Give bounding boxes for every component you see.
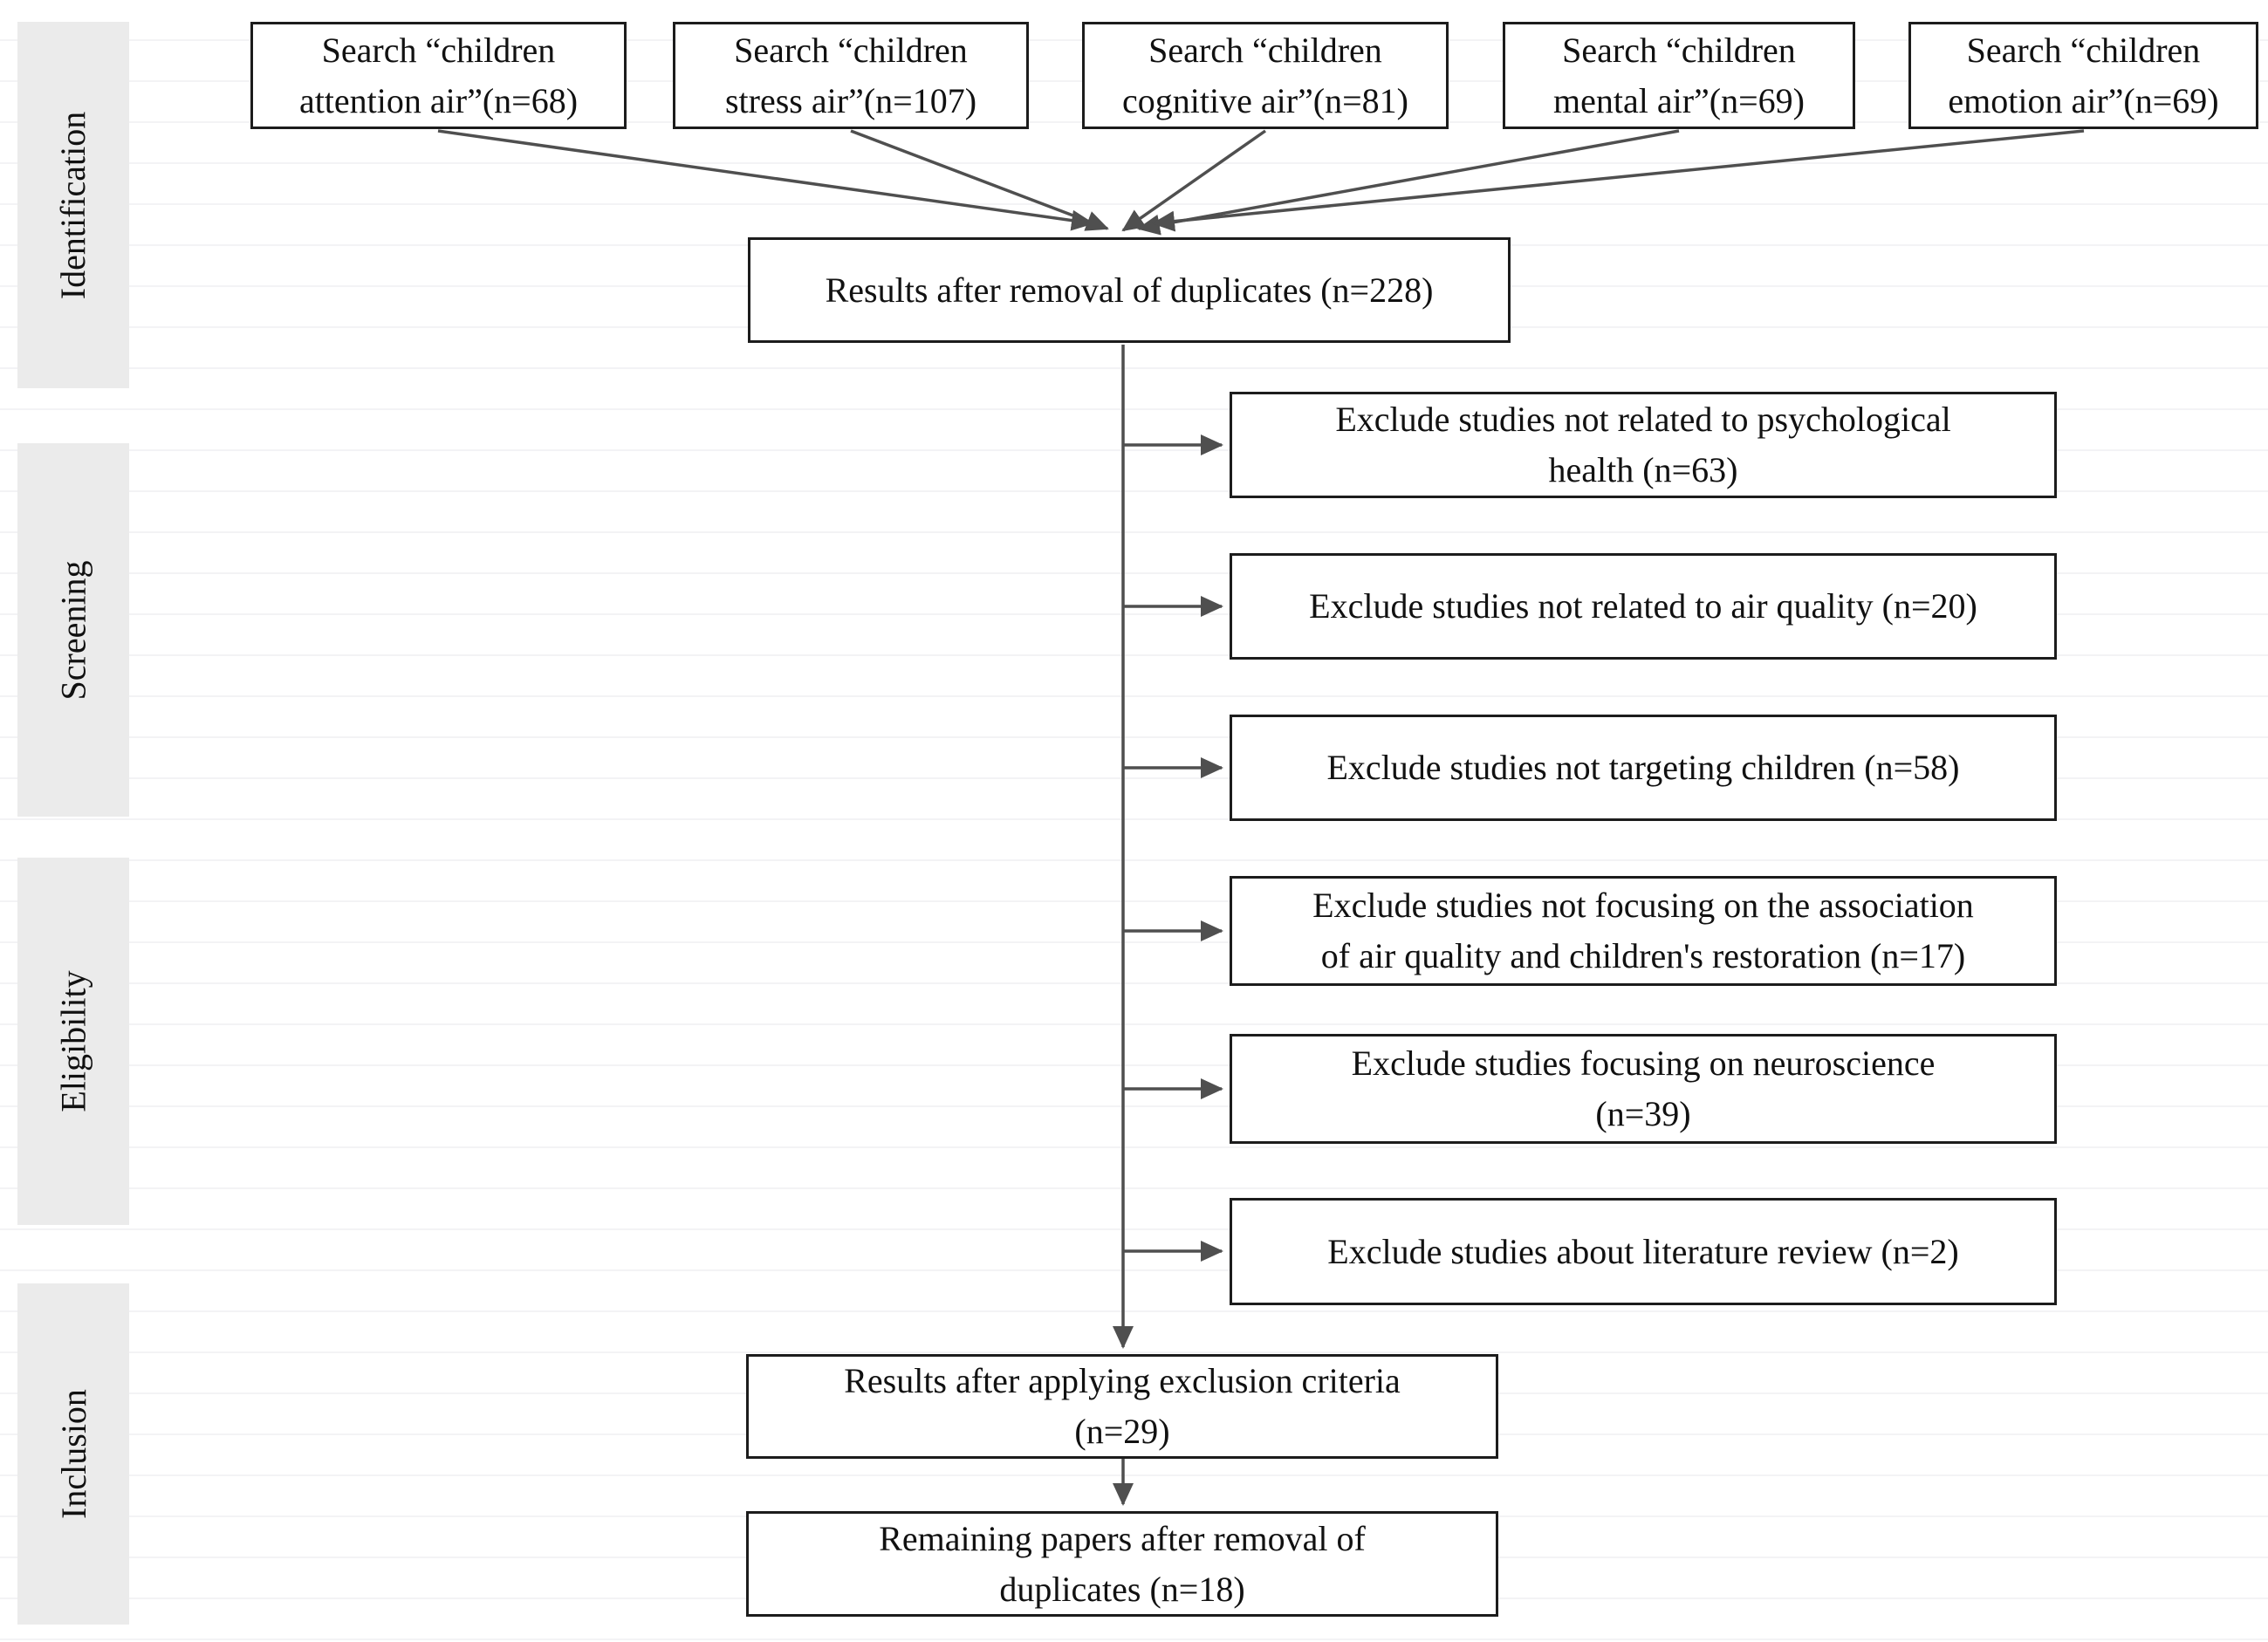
duplicates-removed-box: Results after removal of duplicates (n=2… (748, 237, 1511, 343)
exclusion-box-literature-review: Exclude studies about literature review … (1230, 1198, 2057, 1305)
exclusion-psych-line1: Exclude studies not related to psycholog… (1335, 400, 1951, 439)
search-box-mental: Search “children mental air”(n=69) (1503, 22, 1855, 129)
remaining-papers-line1: Remaining papers after removal of (879, 1518, 1366, 1558)
search-box-attention-line1: Search “children (321, 30, 556, 70)
search-box-cognitive: Search “children cognitive air”(n=81) (1082, 22, 1449, 129)
exclusion-box-psychological-health: Exclude studies not related to psycholog… (1230, 392, 2057, 498)
search-box-cognitive-line2: cognitive air”(n=81) (1122, 80, 1408, 120)
exclusion-psych-line2: health (n=63) (1548, 450, 1738, 489)
exclusion-neuroscience-line2: (n=39) (1595, 1094, 1691, 1133)
search-box-stress-line2: stress air”(n=107) (724, 80, 977, 120)
search-box-mental-line2: mental air”(n=69) (1553, 80, 1805, 120)
fan-line-emotion (1152, 129, 2085, 232)
duplicates-removed-line1: Results after removal of duplicates (n=2… (825, 270, 1434, 310)
stage-eligibility-label: Eligibility (53, 970, 93, 1112)
search-box-mental-line1: Search “children (1562, 30, 1796, 70)
results-exclusion-criteria-box: Results after applying exclusion criteri… (746, 1354, 1498, 1459)
fan-line-stress (850, 129, 1109, 231)
remaining-papers-box: Remaining papers after removal of duplic… (746, 1511, 1498, 1617)
search-box-emotion-line1: Search “children (1966, 30, 2201, 70)
exclusion-children-line1: Exclude studies not targeting children (… (1326, 748, 1960, 787)
search-box-stress: Search “children stress air”(n=107) (673, 22, 1029, 129)
search-box-cognitive-line1: Search “children (1148, 30, 1382, 70)
search-box-emotion-line2: emotion air”(n=69) (1948, 80, 2219, 120)
exclusion-litreview-line1: Exclude studies about literature review … (1327, 1231, 1959, 1271)
search-box-stress-line1: Search “children (734, 30, 968, 70)
stage-screening: Screening (17, 443, 129, 817)
exclusion-box-association-restoration: Exclude studies not focusing on the asso… (1230, 876, 2057, 986)
fan-line-attention (437, 129, 1094, 231)
stage-identification: Identification (17, 22, 129, 388)
remaining-papers-line2: duplicates (n=18) (999, 1569, 1245, 1609)
stage-identification-label: Identification (53, 111, 93, 299)
results-exclusion-line1: Results after applying exclusion criteri… (844, 1361, 1401, 1400)
exclusion-neuroscience-line1: Exclude studies focusing on neuroscience (1351, 1043, 1936, 1083)
stage-screening-label: Screening (53, 560, 93, 700)
search-box-attention-line2: attention air”(n=68) (298, 80, 579, 120)
search-box-emotion: Search “children emotion air”(n=69) (1908, 22, 2258, 129)
fan-line-cognitive (1121, 129, 1267, 232)
search-box-attention: Search “children attention air”(n=68) (250, 22, 627, 129)
exclusion-box-air-quality: Exclude studies not related to air quali… (1230, 553, 2057, 660)
fan-line-mental (1137, 129, 1680, 236)
stage-inclusion-label: Inclusion (53, 1389, 93, 1519)
stage-inclusion: Inclusion (17, 1283, 129, 1625)
results-exclusion-line2: (n=29) (1074, 1412, 1170, 1451)
exclusion-association-line1: Exclude studies not focusing on the asso… (1312, 886, 1974, 925)
exclusion-airquality-line1: Exclude studies not related to air quali… (1309, 586, 1977, 626)
exclusion-box-targeting-children: Exclude studies not targeting children (… (1230, 715, 2057, 821)
stage-eligibility: Eligibility (17, 858, 129, 1225)
exclusion-box-neuroscience: Exclude studies focusing on neuroscience… (1230, 1034, 2057, 1144)
exclusion-association-line2: of air quality and children's restoratio… (1320, 936, 1966, 975)
